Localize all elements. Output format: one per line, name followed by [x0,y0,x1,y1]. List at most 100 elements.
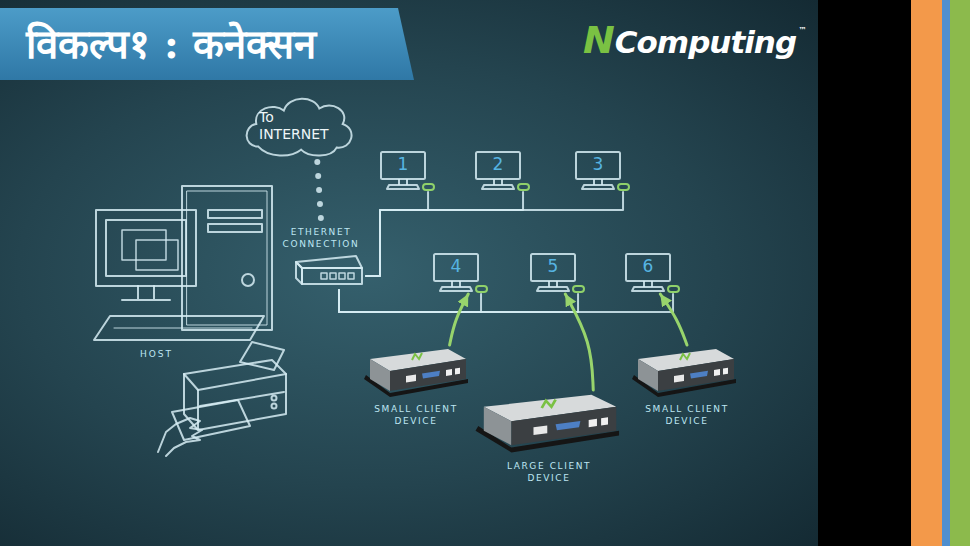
client-device: SMALL CLIENT DEVICE [628,345,746,427]
connector-plug [423,184,434,190]
client-device: SMALL CLIENT DEVICE [360,345,472,427]
monitor-base [387,185,419,189]
connector-plug [668,286,679,292]
device-front [658,359,734,391]
device-front [511,407,616,445]
host-screen [106,220,186,276]
connector-plug [476,286,487,292]
monitor-screen [381,152,425,179]
monitor-base [632,287,664,291]
monitor-screen [531,254,575,281]
thought-bubbles [317,162,321,220]
title-holder: विकल्प१ : कनेक्सन [26,8,316,80]
keyboard-keys [114,328,252,329]
host-computer: HOST [88,180,278,360]
monitor-screen [576,152,620,179]
monitor-number: 3 [576,153,620,175]
device-label: SMALL CLIENT DEVICE [366,403,466,427]
monitor-number: 2 [476,153,520,175]
power-button [242,274,254,286]
blue-stripe [942,0,950,546]
network-cable [366,192,523,276]
ethernet-port [406,375,416,383]
monitor-base [582,185,614,189]
vga-port [422,371,440,379]
ethernet-port [674,375,684,383]
cloud-label: To INTERNET [259,109,339,143]
switch-front [302,268,362,284]
host-label: HOST [88,348,278,360]
client-device-drawing [470,390,626,458]
device-front [390,359,466,391]
drive-bay [208,224,262,232]
device-label: SMALL CLIENT DEVICE [637,403,737,427]
network-cable [339,290,673,312]
ethernet-switch-drawing [276,250,366,290]
monitor-number: 1 [381,153,425,175]
device-logo [680,353,690,360]
device-logo [412,353,422,360]
ethernet-switch: ETHERNET CONNECTION [276,220,366,290]
monitor-number: 4 [434,255,478,277]
screen-window [122,230,166,260]
printer-top [184,360,286,390]
usb-port [446,368,460,376]
client-monitor: 3 [572,150,630,192]
client-monitor: 5 [527,252,585,294]
client-monitor: 4 [430,252,488,294]
screen-window [136,240,178,270]
hand [158,418,202,456]
logo-text: Computing [615,24,796,60]
green-arrow [660,294,687,345]
printer-button [272,404,277,409]
client-device: LARGE CLIENT DEVICE [470,390,628,484]
client-device-drawing [360,345,472,401]
device-side [370,359,390,391]
device-label: LARGE CLIENT DEVICE [499,460,599,484]
client-monitor: 1 [377,150,435,192]
host-computer-drawing [88,180,278,348]
green-arrow [450,294,469,345]
device-side [638,359,658,391]
slide-title: विकल्प१ : कनेक्सन [26,20,316,68]
cloud-outline [247,99,352,156]
vga-port [556,421,581,430]
client-device-drawing [628,345,740,401]
internet-cloud: To INTERNET [238,90,360,162]
client-monitor: 6 [622,252,680,294]
banner-shape [0,8,414,80]
green-arrow [565,294,593,390]
orange-stripe [911,0,942,546]
logo-text: ™ [798,26,806,35]
host-stand [122,286,170,300]
green-stripe [950,0,970,546]
device-logo [542,400,556,408]
connection-label: ETHERNET CONNECTION [276,226,366,250]
monitor-base [482,185,514,189]
monitor-screen [476,152,520,179]
drive-bay [208,210,262,218]
black-band [818,0,911,546]
monitor-number: 5 [531,255,575,277]
logo: NComputing™ [583,18,806,62]
monitor-number: 6 [626,255,670,277]
switch-ports [321,273,354,279]
device-side [484,407,512,445]
logo-text: N [583,18,615,62]
network-cable [339,290,578,312]
connector-plug [518,184,529,190]
tower-inner [187,191,267,325]
switch-top [296,256,362,268]
keyboard [94,316,264,340]
host-monitor [96,210,196,286]
monitor-screen [626,254,670,281]
printer-button [272,396,277,401]
monitor-base [537,287,569,291]
usb-port [714,368,728,376]
monitor-base [440,287,472,291]
connector-plug [573,286,584,292]
monitor-screen [434,254,478,281]
client-monitor: 2 [472,150,530,192]
